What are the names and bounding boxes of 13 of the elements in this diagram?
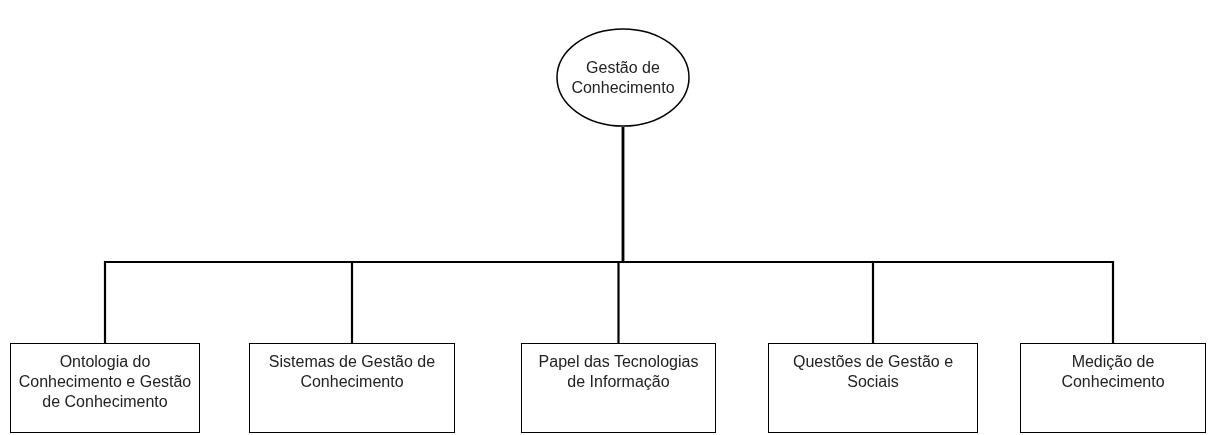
topic-box xyxy=(249,343,455,433)
topic-box xyxy=(10,343,200,433)
topic-box xyxy=(768,343,978,433)
node-label: Gestão de Conhecimento xyxy=(570,57,676,98)
node-label: Medição de Conhecimento xyxy=(1060,352,1166,392)
topic-box xyxy=(521,343,716,433)
connector-line xyxy=(621,127,1115,343)
ellipse-node xyxy=(556,28,690,127)
node-label: Papel das Tecnologias de Informação xyxy=(537,352,700,392)
node-label: Questões de Gestão e Sociais xyxy=(791,352,955,392)
node-label: Sistemas de Gestão de Conhecimento xyxy=(267,352,437,392)
node-label: Ontologia do Conhecimento e Gestão de Conhecimento xyxy=(17,352,193,412)
topic-box xyxy=(1020,343,1206,433)
